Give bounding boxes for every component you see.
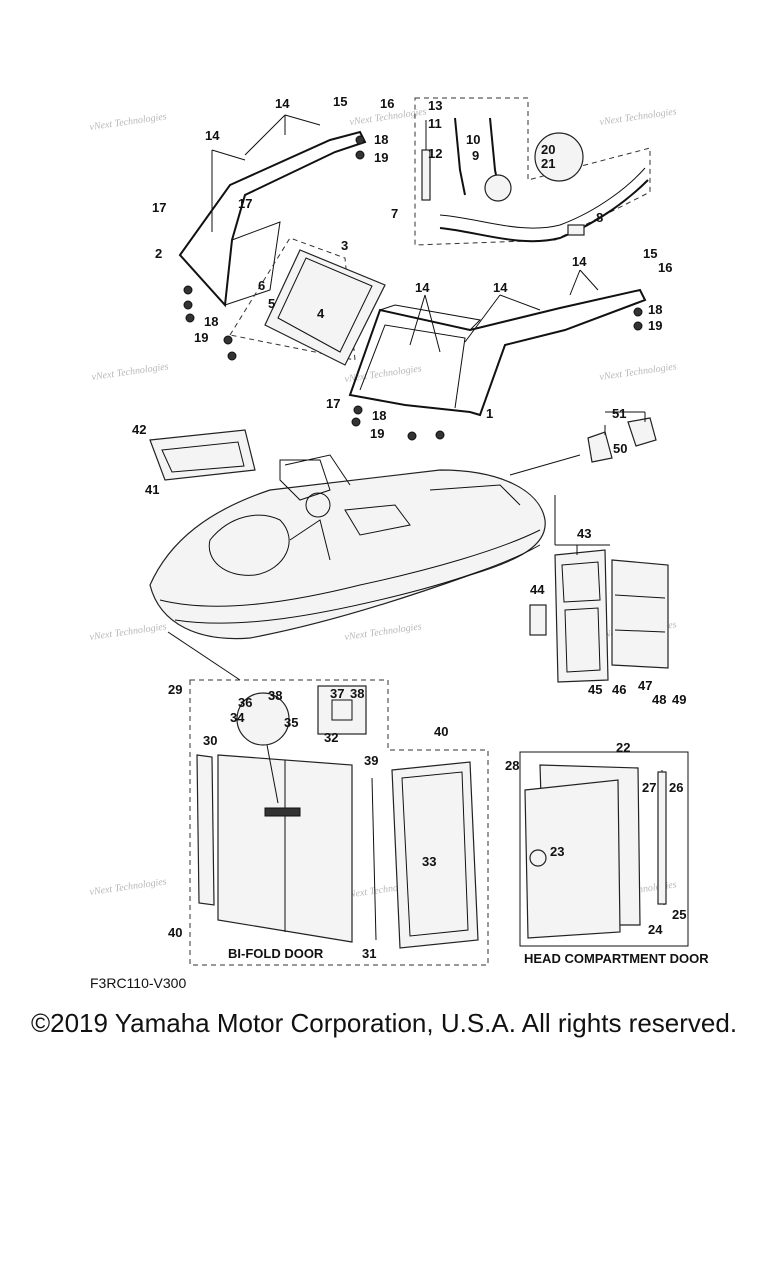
callout-label: 35 bbox=[284, 715, 298, 730]
callout-label: 31 bbox=[362, 946, 376, 961]
callout-label: 4 bbox=[317, 306, 325, 321]
watermark: vNext Technologies bbox=[89, 111, 168, 133]
callout-label: 3 bbox=[341, 238, 348, 253]
bracket bbox=[509, 411, 657, 476]
callout-label: 11 bbox=[428, 116, 442, 131]
callout-label: 48 bbox=[652, 692, 666, 707]
callout-label: 13 bbox=[428, 98, 442, 113]
left-windshield-frame bbox=[178, 130, 367, 308]
callout-label: 30 bbox=[203, 733, 217, 748]
callout-label: 10 bbox=[466, 132, 480, 147]
side-door-assembly bbox=[529, 495, 669, 683]
parts-diagram: vNext Technologies vNext Technologies vN… bbox=[89, 94, 709, 966]
bifold-gasket bbox=[391, 761, 479, 949]
callout-label: 27 bbox=[642, 780, 656, 795]
callout-label: 14 bbox=[275, 96, 290, 111]
callout-label: 14 bbox=[572, 254, 587, 269]
callout-label: 42 bbox=[132, 422, 146, 437]
watermark: vNext Technologies bbox=[91, 361, 170, 383]
callout-label: 38 bbox=[268, 688, 282, 703]
callout-label: 43 bbox=[577, 526, 591, 541]
callout-label: 44 bbox=[530, 582, 545, 597]
callout-label: 38 bbox=[350, 686, 364, 701]
callout-label: 19 bbox=[370, 426, 384, 441]
callout-label: 19 bbox=[648, 318, 662, 333]
callout-label: 17 bbox=[238, 196, 252, 211]
fastener-group bbox=[183, 135, 643, 441]
windshield-assembly bbox=[178, 114, 647, 441]
callout-label: 22 bbox=[616, 740, 630, 755]
callout-label: 33 bbox=[422, 854, 436, 869]
callout-label: 17 bbox=[152, 200, 166, 215]
watermark: vNext Technologies bbox=[344, 621, 423, 643]
callout-label: 28 bbox=[505, 758, 519, 773]
callout-label: 39 bbox=[364, 753, 378, 768]
hull-body bbox=[149, 469, 546, 640]
head-compartment-door-caption: HEAD COMPARTMENT DOOR bbox=[524, 951, 709, 966]
bifold-door-caption: BI-FOLD DOOR bbox=[228, 946, 324, 961]
watermark: vNext Technologies bbox=[89, 621, 168, 643]
storage-bin bbox=[149, 429, 256, 481]
door-latch bbox=[529, 849, 547, 867]
watermark: vNext Technologies bbox=[599, 106, 678, 128]
handrail-detail bbox=[414, 97, 651, 246]
callout-label: 1 bbox=[486, 406, 493, 421]
callout-label: 34 bbox=[230, 710, 245, 725]
callout-label: 51 bbox=[612, 406, 626, 421]
callout-label: 50 bbox=[613, 441, 627, 456]
callout-label: 29 bbox=[168, 682, 182, 697]
callout-label: 18 bbox=[374, 132, 388, 147]
bifold-door-box bbox=[189, 679, 489, 966]
callout-label: 17 bbox=[326, 396, 340, 411]
callout-label: 9 bbox=[472, 148, 479, 163]
callout-label: 5 bbox=[268, 296, 275, 311]
callout-label: 32 bbox=[324, 730, 338, 745]
callout-label: 46 bbox=[612, 682, 626, 697]
diagram-code: F3RC110-V300 bbox=[90, 975, 187, 991]
detail-magnifier bbox=[534, 132, 584, 182]
bifold-magnifier bbox=[236, 692, 290, 746]
callout-label: 14 bbox=[415, 280, 430, 295]
callout-label: 49 bbox=[672, 692, 686, 707]
callout-labels: 1 2 3 4 5 6 7 8 9 10 11 12 13 14 14 14 1… bbox=[132, 94, 686, 961]
callout-label: 18 bbox=[204, 314, 218, 329]
callout-label: 2 bbox=[155, 246, 162, 261]
callout-label: 16 bbox=[380, 96, 394, 111]
callout-label: 14 bbox=[205, 128, 220, 143]
callout-label: 6 bbox=[258, 278, 265, 293]
center-glass-panel-outline bbox=[229, 237, 356, 361]
callout-label: 20 bbox=[541, 142, 555, 157]
callout-label: 14 bbox=[493, 280, 508, 295]
callout-label: 45 bbox=[588, 682, 602, 697]
right-windshield-frame bbox=[348, 288, 647, 417]
callout-label: 15 bbox=[333, 94, 347, 109]
watermark: vNext Technologies bbox=[599, 361, 678, 383]
watermark: vNext Technologies bbox=[89, 876, 168, 898]
callout-label: 19 bbox=[194, 330, 208, 345]
callout-label: 24 bbox=[648, 922, 663, 937]
head-compartment-door-box bbox=[519, 751, 689, 947]
callout-label: 19 bbox=[374, 150, 388, 165]
copyright-notice: ©2019 Yamaha Motor Corporation, U.S.A. A… bbox=[30, 1008, 738, 1038]
callout-label: 8 bbox=[596, 210, 603, 225]
callout-label: 36 bbox=[238, 695, 252, 710]
callout-label: 16 bbox=[658, 260, 672, 275]
callout-label: 25 bbox=[672, 907, 686, 922]
callout-label: 40 bbox=[168, 925, 182, 940]
callout-label: 37 bbox=[330, 686, 344, 701]
callout-label: 7 bbox=[391, 206, 398, 221]
boat-hull bbox=[149, 454, 546, 640]
callout-label: 12 bbox=[428, 146, 442, 161]
head-compartment-door-panel bbox=[524, 779, 621, 939]
callout-label: 41 bbox=[145, 482, 159, 497]
callout-label: 15 bbox=[643, 246, 657, 261]
callout-label: 23 bbox=[550, 844, 564, 859]
callout-label: 18 bbox=[372, 408, 386, 423]
callout-label: 47 bbox=[638, 678, 652, 693]
callout-label: 18 bbox=[648, 302, 662, 317]
callout-label: 26 bbox=[669, 780, 683, 795]
callout-label: 40 bbox=[434, 724, 448, 739]
callout-label: 21 bbox=[541, 156, 555, 171]
